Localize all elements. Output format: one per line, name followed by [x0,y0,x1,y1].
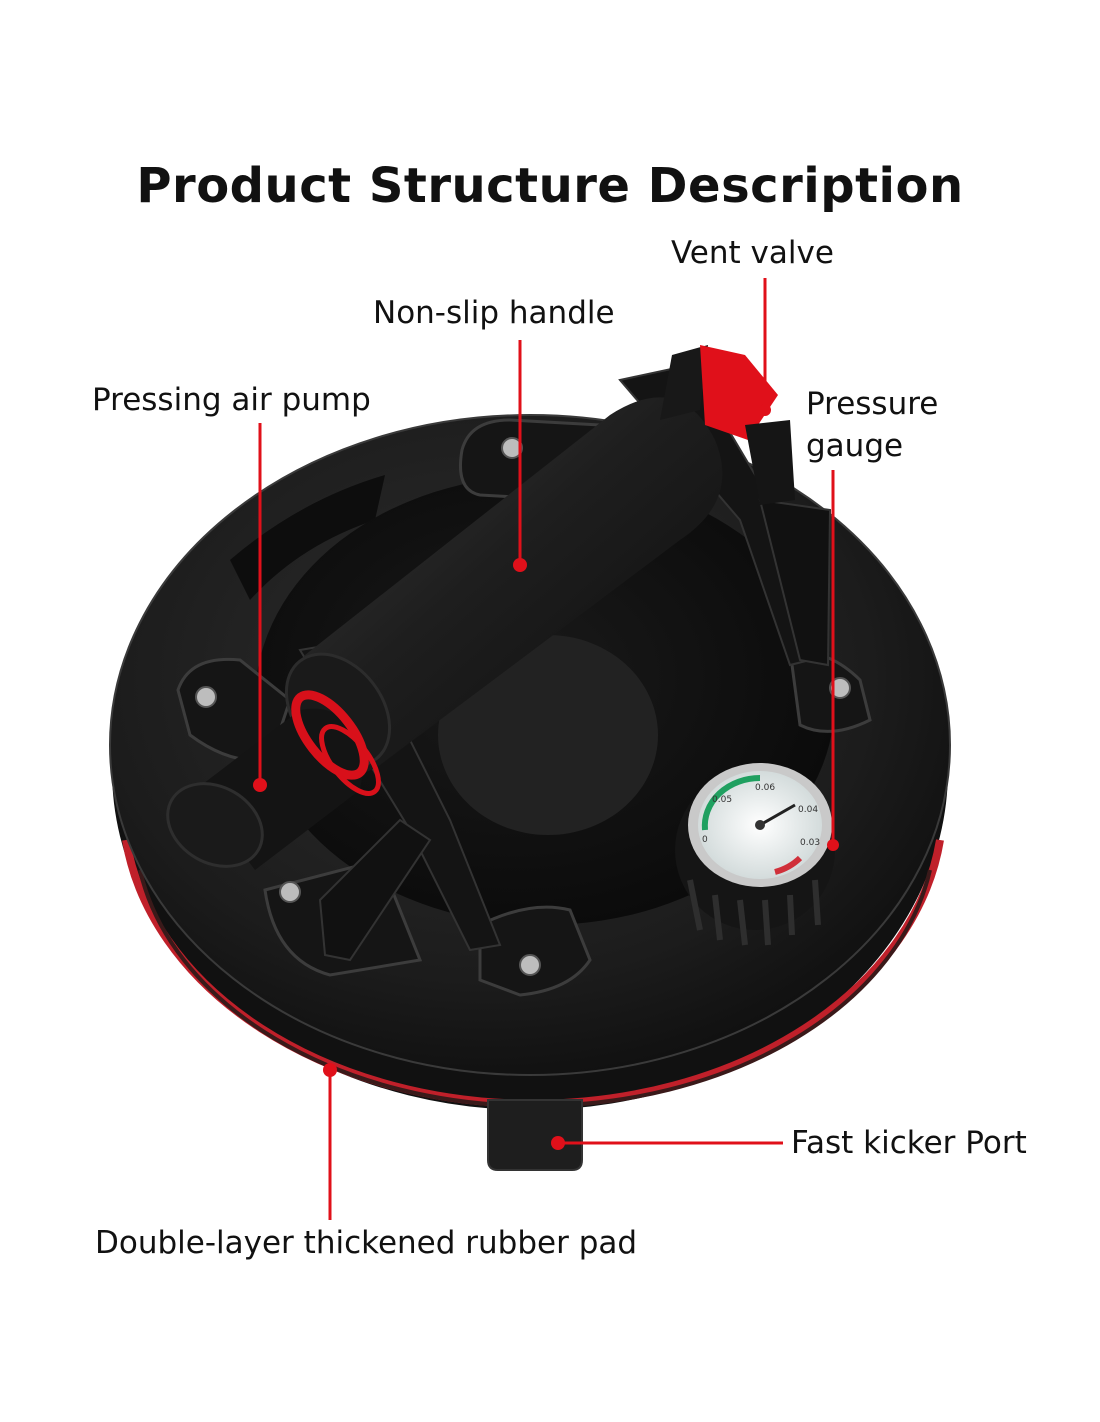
callouts [253,278,839,1220]
callout-dot-pressing-air-pump [253,778,267,792]
gauge-tick-label: 0.03 [800,838,820,848]
callout-dot-non-slip-handle [513,558,527,572]
callout-dot-rubber-pad [323,1063,337,1077]
page-title: Product Structure Description [136,158,964,214]
vent-valve [660,345,795,505]
callout-dot-fast-kicker [551,1136,565,1150]
air-pump-piston [166,690,381,870]
callout-dot-vent-valve [759,404,771,416]
label-fast-kicker-port: Fast kicker Port [791,1125,1027,1161]
label-vent-valve: Vent valve [671,235,834,271]
label-non-slip-handle: Non-slip handle [373,295,615,331]
label-rubber-pad: Double-layer thickened rubber pad [95,1225,638,1261]
label-pressure-gauge-line2: gauge [806,428,904,464]
gauge-tick-label: 0.06 [755,783,775,793]
pressure-gauge: 0.05 0.06 0.04 0.03 0 [675,763,835,946]
label-pressure-gauge-line1: Pressure [806,386,939,422]
label-pressing-air-pump: Pressing air pump [92,382,371,418]
gauge-tick-label: 0.05 [712,795,732,805]
callout-dot-pressure-gauge [827,839,839,851]
fast-kicker-tab [487,1099,583,1171]
gauge-tick-label: 0 [702,835,708,845]
gauge-tick-label: 0.04 [798,805,818,815]
